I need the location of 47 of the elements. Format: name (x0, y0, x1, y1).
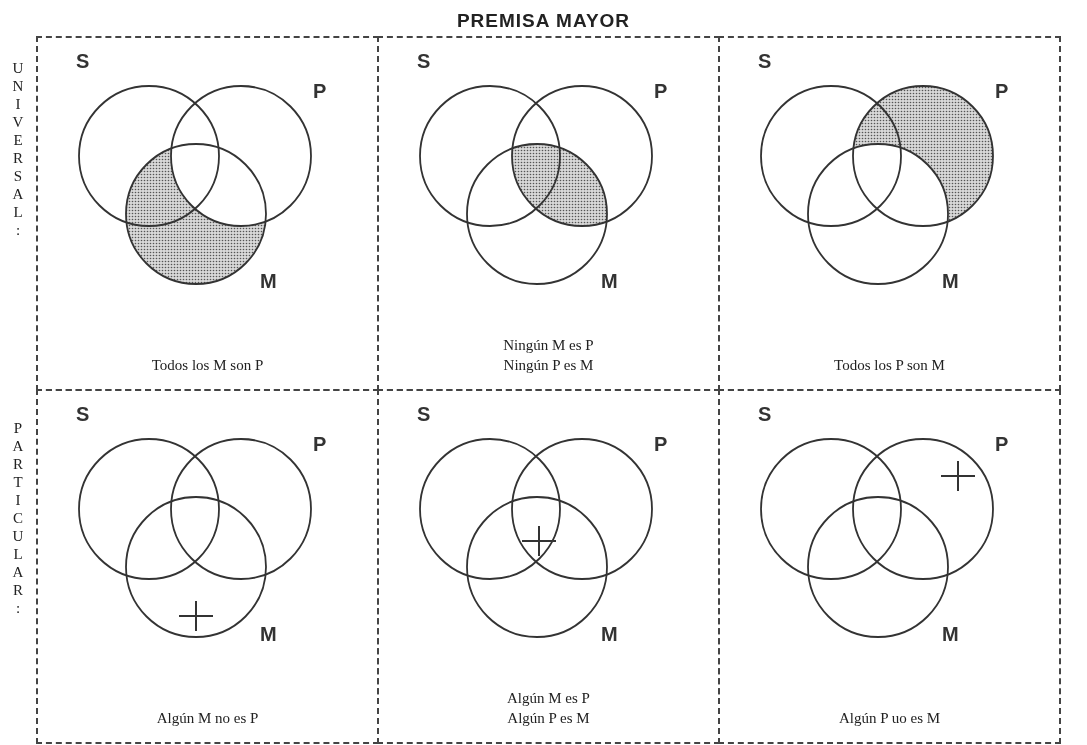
panel-label: Todos los P son M (834, 356, 945, 375)
panel-label: Ningún M es P (503, 336, 594, 355)
set-circle (78, 438, 220, 580)
venn-panel (377, 389, 720, 744)
panel-label: Todos los M son P (151, 356, 264, 375)
row-label: UNIVERSAL: (9, 60, 26, 240)
set-circle (419, 438, 561, 580)
set-circle (511, 85, 653, 227)
venn-panel (718, 389, 1061, 744)
set-label: S (417, 403, 431, 425)
set-label: M (942, 270, 959, 292)
set-circle (852, 438, 994, 580)
set-label: P (654, 80, 668, 102)
title: PREMISA MAYOR (455, 10, 632, 32)
set-circle (170, 85, 312, 227)
venn-panel (718, 36, 1061, 391)
set-label: S (417, 50, 431, 72)
set-label: P (995, 80, 1009, 102)
set-label: P (654, 433, 668, 455)
venn-panel (36, 36, 379, 391)
set-label: M (260, 623, 277, 645)
set-circle (419, 85, 561, 227)
set-label: S (76, 403, 90, 425)
set-label: M (601, 270, 618, 292)
set-label: M (601, 623, 618, 645)
set-label: P (995, 433, 1009, 455)
set-circle (852, 85, 994, 227)
set-circle (78, 85, 220, 227)
set-label: M (260, 270, 277, 292)
set-circle (170, 438, 312, 580)
set-label: M (942, 623, 959, 645)
set-circle (760, 438, 902, 580)
panel-label: Ningún P es M (503, 356, 594, 375)
set-circle (760, 85, 902, 227)
set-label: S (758, 403, 772, 425)
set-label: S (76, 50, 90, 72)
panel-label: Algún P es M (507, 709, 590, 728)
set-label: S (758, 50, 772, 72)
panel-label: Algún M no es P (156, 709, 259, 728)
venn-panel (36, 389, 379, 744)
row-label: PARTICULAR: (9, 420, 26, 618)
set-circle (511, 438, 653, 580)
panel-label: Algún P uo es M (838, 709, 941, 728)
set-label: P (313, 80, 327, 102)
venn-panel (377, 36, 720, 391)
panel-label: Algún M es P (507, 689, 590, 708)
set-label: P (313, 433, 327, 455)
